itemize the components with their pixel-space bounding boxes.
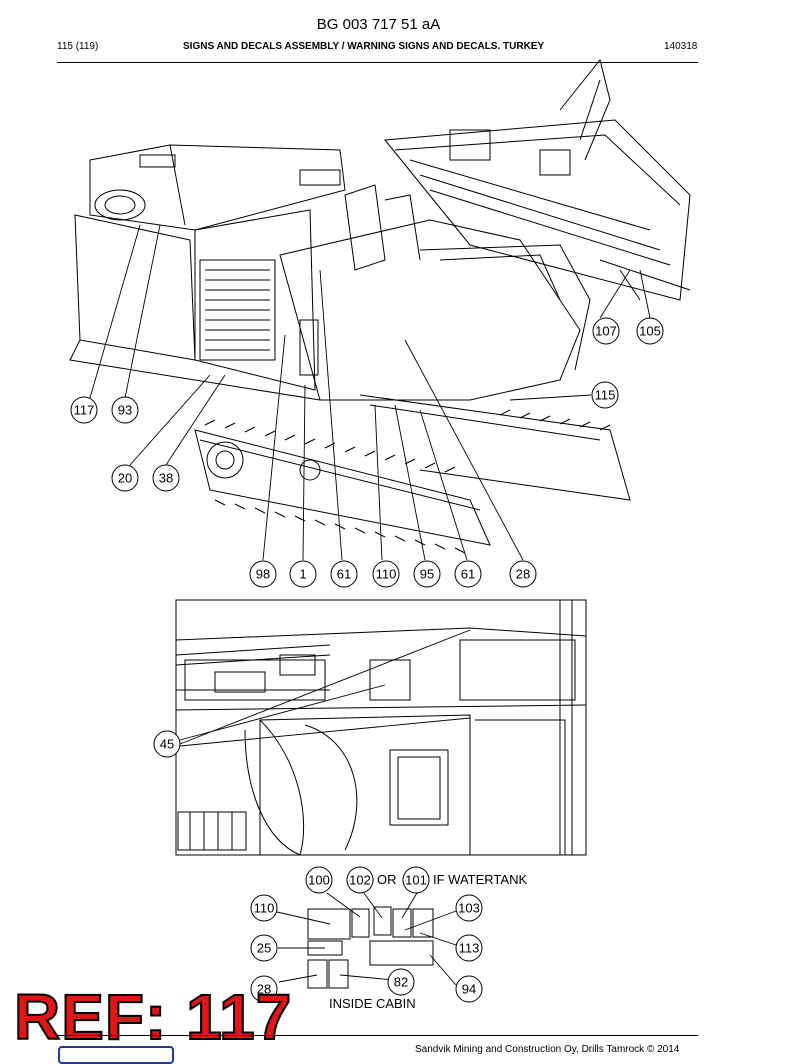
svg-text:38: 38 — [159, 471, 173, 486]
callout-103: 103 — [455, 894, 483, 922]
svg-text:82: 82 — [394, 975, 408, 990]
callout-107: 107 — [592, 317, 620, 345]
svg-text:61: 61 — [337, 567, 351, 582]
upper-assembly-drawing — [69, 58, 691, 554]
callout-25: 25 — [250, 934, 278, 962]
svg-text:45: 45 — [160, 737, 174, 752]
callout-115: 115 — [591, 381, 619, 409]
svg-text:98: 98 — [256, 567, 270, 582]
footer-copyright: Sandvik Mining and Construction Oy, Dril… — [415, 1044, 680, 1055]
callout-110: 110 — [250, 894, 278, 922]
decal-layout — [307, 906, 434, 989]
svg-text:93: 93 — [118, 403, 132, 418]
callout-93: 93 — [111, 396, 139, 424]
svg-text:94: 94 — [462, 982, 476, 997]
callout-100: 100 — [305, 866, 333, 894]
leader-lines — [89, 224, 651, 986]
if-watertank-label: IF WATERTANK — [433, 872, 528, 887]
callout-61: 61 — [454, 560, 482, 588]
callout-82: 82 — [387, 968, 415, 996]
reference-stamp: REF: 117 — [13, 981, 293, 1053]
svg-text:110: 110 — [254, 901, 275, 916]
svg-text:95: 95 — [420, 567, 434, 582]
callout-28: 28 — [509, 560, 537, 588]
callout-105: 105 — [636, 317, 664, 345]
svg-text:105: 105 — [639, 324, 661, 339]
svg-text:113: 113 — [459, 941, 480, 956]
callout-28: 28 — [250, 975, 278, 1003]
inside-cabin-label: INSIDE CABIN — [329, 996, 416, 1011]
page-title: SIGNS AND DECALS ASSEMBLY / WARNING SIGN… — [183, 41, 545, 52]
svg-text:100: 100 — [308, 873, 330, 888]
svg-text:102: 102 — [349, 873, 371, 888]
svg-text:28: 28 — [516, 567, 530, 582]
callout-38: 38 — [152, 464, 180, 492]
svg-text:115: 115 — [595, 388, 616, 403]
svg-text:20: 20 — [118, 471, 132, 486]
svg-text:25: 25 — [257, 941, 271, 956]
svg-text:1: 1 — [299, 567, 306, 582]
svg-text:110: 110 — [376, 567, 397, 582]
callout-94: 94 — [455, 975, 483, 1003]
callout-102: 102 — [346, 866, 374, 894]
middle-top-view-drawing — [175, 599, 587, 856]
svg-text:117: 117 — [74, 403, 95, 418]
svg-text:61: 61 — [461, 567, 475, 582]
callout-117: 117 — [70, 396, 98, 424]
or-label: OR — [377, 872, 397, 887]
callout-110: 110 — [372, 560, 400, 588]
svg-text:107: 107 — [595, 324, 617, 339]
callout-113: 113 — [455, 934, 483, 962]
header-rule — [57, 62, 698, 63]
brand-logo — [58, 1046, 174, 1064]
svg-text:28: 28 — [257, 982, 271, 997]
callout-1: 1 — [289, 560, 317, 588]
callout-20: 20 — [111, 464, 139, 492]
callout-101: 101 — [402, 866, 430, 894]
callout-98: 98 — [249, 560, 277, 588]
page-number: 115 (119) — [57, 41, 99, 52]
callout-61: 61 — [330, 560, 358, 588]
svg-text:101: 101 — [405, 873, 427, 888]
document-code: BG 003 717 51 aA — [316, 16, 441, 33]
callout-95: 95 — [413, 560, 441, 588]
footer-rule — [57, 1035, 698, 1036]
date-code: 140318 — [664, 41, 698, 52]
callout-45: 45 — [153, 730, 181, 758]
svg-text:103: 103 — [458, 901, 480, 916]
